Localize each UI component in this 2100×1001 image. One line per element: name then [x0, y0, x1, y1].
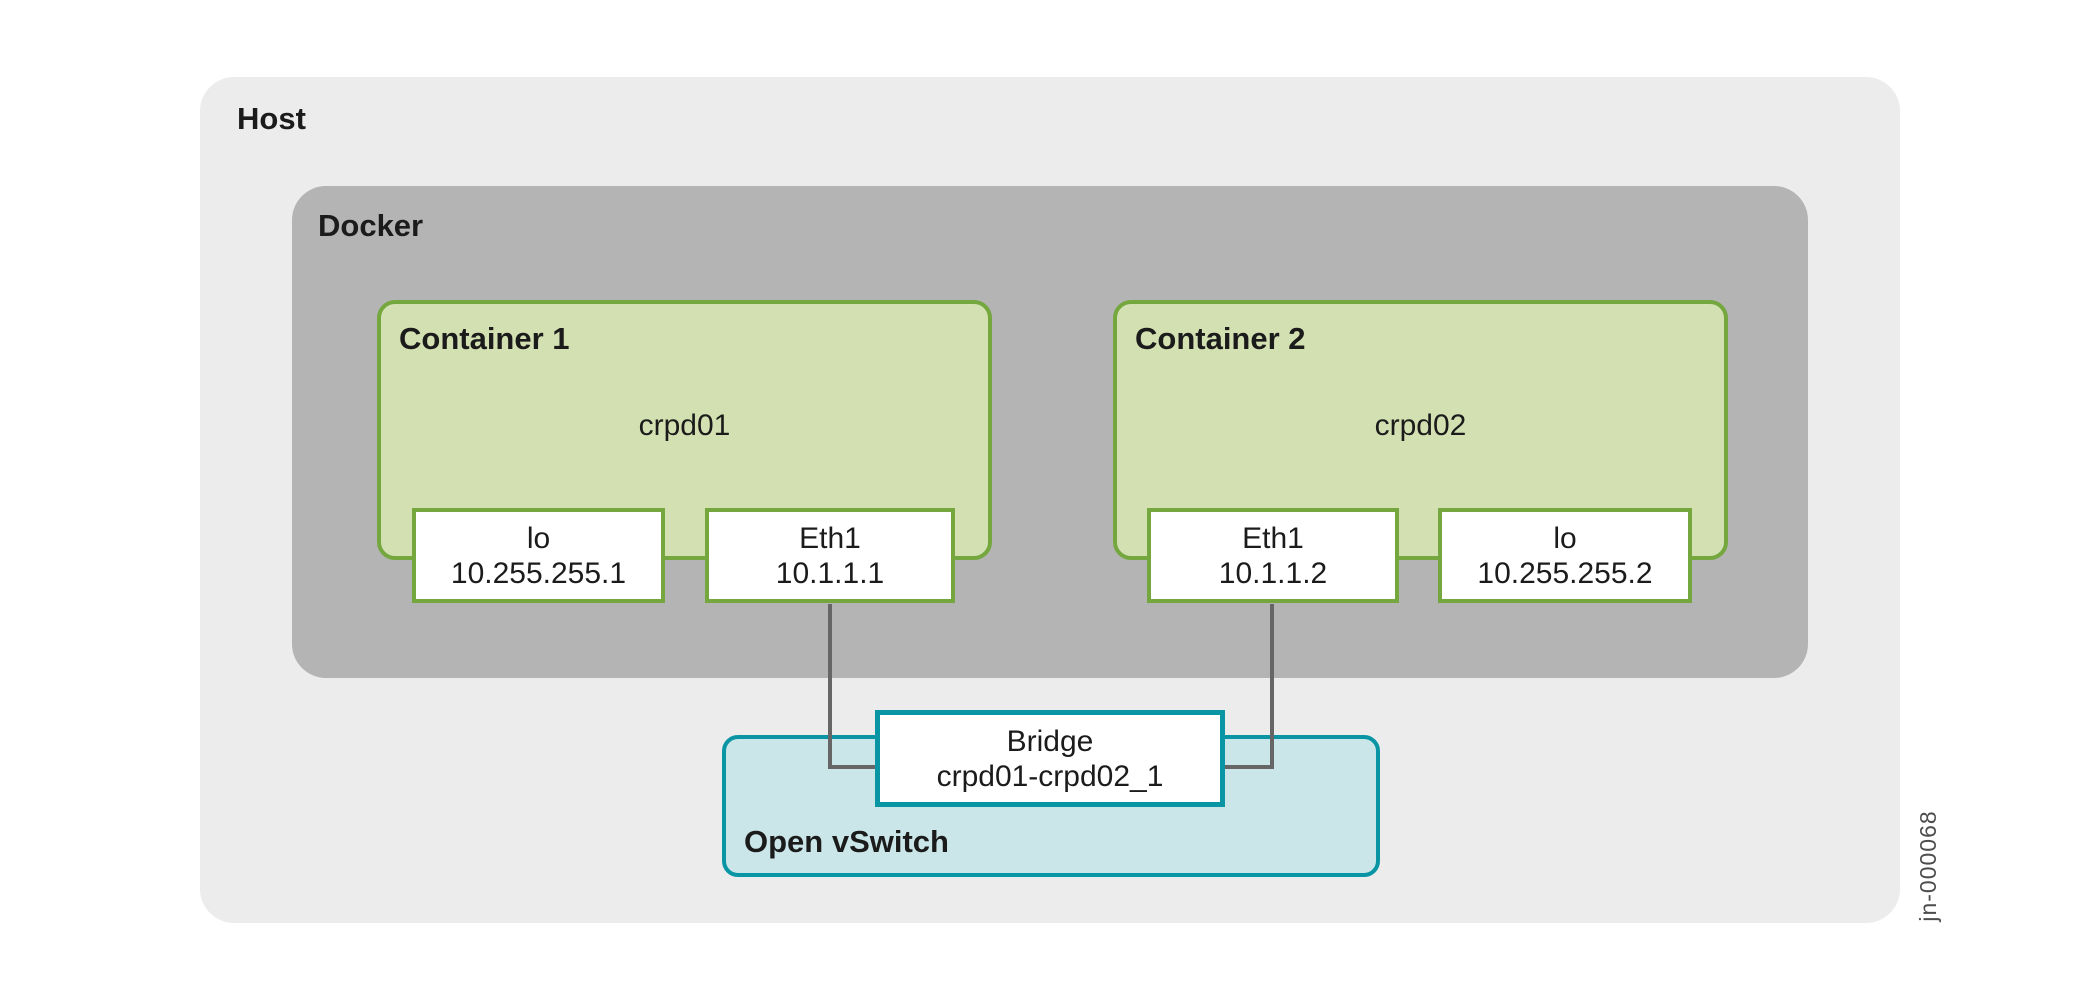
interface-name: lo	[1553, 521, 1577, 555]
interface-ip: 10.255.255.1	[450, 556, 627, 590]
container-2-app-name: crpd02	[1374, 409, 1467, 442]
figure-number: jn-000068	[1915, 810, 1941, 922]
interface-ip: 10.255.255.2	[1477, 556, 1653, 590]
container-2-box: Container 2 crpd02 Eth1 10.1.1.2 lo 10.2…	[1113, 300, 1728, 603]
open-vswitch-label: Open vSwitch	[744, 824, 949, 859]
container-1-box: Container 1 crpd01 lo 10.255.255.1 Eth1 …	[377, 300, 992, 603]
interface-ip: 10.1.1.1	[775, 556, 885, 590]
container-1-app-name: crpd01	[638, 409, 731, 442]
interface-ip: 10.1.1.2	[1218, 556, 1328, 590]
host-label: Host	[237, 101, 306, 136]
interface-box-lo-container2: lo 10.255.255.2	[1438, 508, 1692, 603]
container-1-label: Container 1	[399, 321, 570, 356]
docker-box: Docker Container 1 crpd01 lo 10.255.255.…	[292, 186, 1808, 678]
interface-box-lo-container1: lo 10.255.255.1	[412, 508, 665, 603]
docker-label: Docker	[318, 208, 424, 243]
bridge-name: crpd01-crpd02_1	[936, 759, 1164, 793]
interface-name: lo	[526, 521, 551, 555]
bridge-box: Bridge crpd01-crpd02_1	[875, 710, 1225, 807]
interface-name: Eth1	[1242, 521, 1304, 555]
container-2-label: Container 2	[1135, 321, 1306, 356]
interface-name: Eth1	[799, 521, 861, 555]
interface-box-eth1-container2: Eth1 10.1.1.2	[1147, 508, 1399, 603]
interface-box-eth1-container1: Eth1 10.1.1.1	[705, 508, 955, 603]
bridge-title: Bridge	[1006, 724, 1094, 758]
